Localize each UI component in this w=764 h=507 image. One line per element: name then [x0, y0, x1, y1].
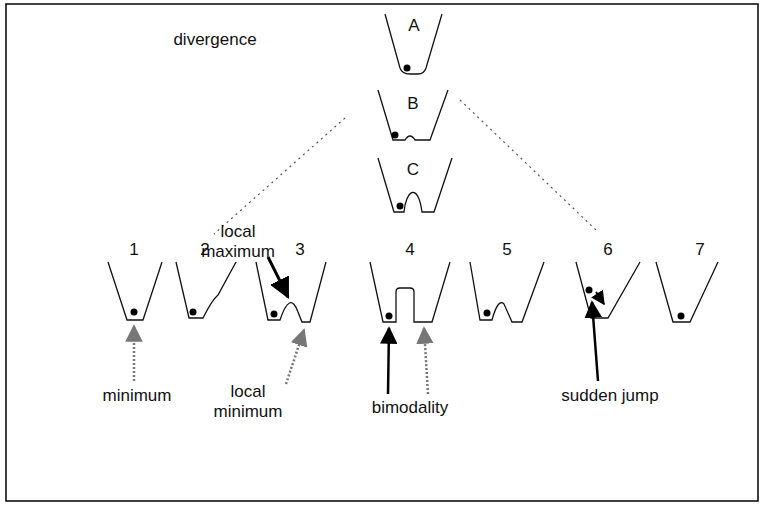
- well-2: [176, 262, 236, 318]
- ball: [271, 311, 278, 318]
- leader-arrow: [133, 326, 136, 381]
- annotation-label: minimum: [103, 386, 172, 406]
- well-5: [470, 262, 544, 322]
- leader-arrow: [388, 328, 389, 394]
- callout-number: 3: [295, 240, 304, 260]
- leader-arrow: [286, 330, 304, 384]
- annotation-label: local minimum: [206, 382, 290, 422]
- ball: [190, 309, 197, 316]
- leader-arrow: [592, 302, 598, 381]
- state-letter: C: [407, 160, 419, 180]
- leader-arrow: [268, 257, 288, 297]
- well-c: [378, 158, 452, 212]
- balls: [131, 65, 685, 320]
- callout-number: 5: [502, 240, 511, 260]
- frame: [6, 4, 758, 501]
- state-letter: B: [407, 94, 418, 114]
- dotted-line: [214, 118, 345, 234]
- ball: [392, 132, 399, 139]
- ball: [678, 313, 685, 320]
- ball: [386, 313, 393, 320]
- leader-arrow: [424, 328, 428, 394]
- well-1: [108, 262, 162, 320]
- well-b: [378, 90, 448, 140]
- well-outlines: [108, 14, 718, 322]
- callout-number: 1: [129, 240, 138, 260]
- callout-number: 4: [405, 240, 414, 260]
- ball: [397, 203, 404, 210]
- annotation-label: divergence: [173, 30, 256, 50]
- annotation-label: sudden jump: [561, 386, 658, 406]
- state-letter: A: [408, 16, 419, 36]
- well-7: [656, 262, 718, 322]
- ball: [131, 309, 138, 316]
- jump-arrow: [596, 292, 604, 304]
- callout-number: 2: [200, 240, 209, 260]
- ball: [586, 287, 593, 294]
- ball: [404, 65, 411, 72]
- well-4: [370, 262, 450, 322]
- ball: [484, 310, 491, 317]
- callout-number: 7: [695, 240, 704, 260]
- divergence-lines: [214, 100, 596, 234]
- dotted-line: [460, 100, 596, 230]
- callout-number: 6: [603, 240, 612, 260]
- leader-arrows: [134, 257, 604, 394]
- well-3: [256, 262, 326, 322]
- annotation-label: bimodality: [372, 398, 449, 418]
- well-a: [385, 14, 442, 74]
- well-6: [576, 262, 640, 318]
